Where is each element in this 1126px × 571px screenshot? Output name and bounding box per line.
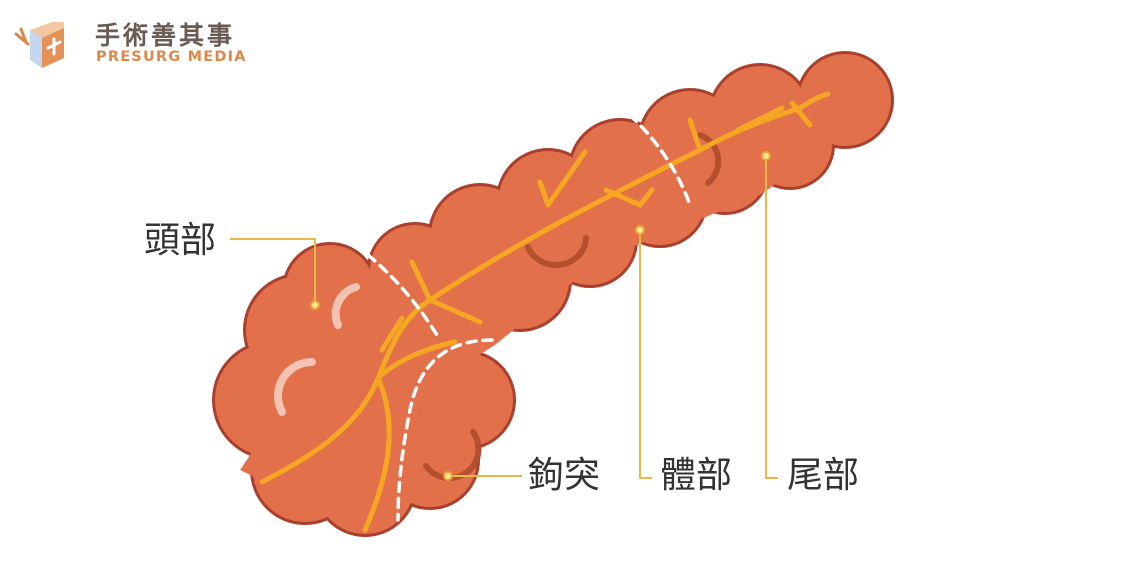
- tail-leader-line: [765, 156, 778, 479]
- pancreatic-duct: [259, 91, 831, 533]
- head-leader-line: [230, 238, 316, 305]
- logo-chinese-name: 手術善其事: [95, 21, 236, 50]
- tail-marker-dot: [761, 151, 771, 161]
- region-boundaries: [366, 113, 692, 522]
- uncinate-marker-dot: [443, 471, 453, 481]
- label-body: 體部: [660, 455, 733, 496]
- label-uncinate-process: 鉤突: [528, 455, 601, 496]
- brand-logo: 手術善其事 PRESURG MEDIA: [12, 12, 252, 72]
- leader-dots: [310, 151, 771, 481]
- leader-lines: [230, 156, 778, 479]
- body-marker-dot: [635, 225, 645, 235]
- presurg-logo-icon: [14, 22, 64, 68]
- label-tail: 尾部: [787, 455, 860, 496]
- label-head: 頭部: [144, 220, 217, 261]
- head-marker-dot: [310, 300, 320, 310]
- pancreas-highlights: [274, 132, 722, 481]
- body-leader-line: [639, 230, 652, 479]
- logo-english-name: PRESURG MEDIA: [96, 49, 247, 65]
